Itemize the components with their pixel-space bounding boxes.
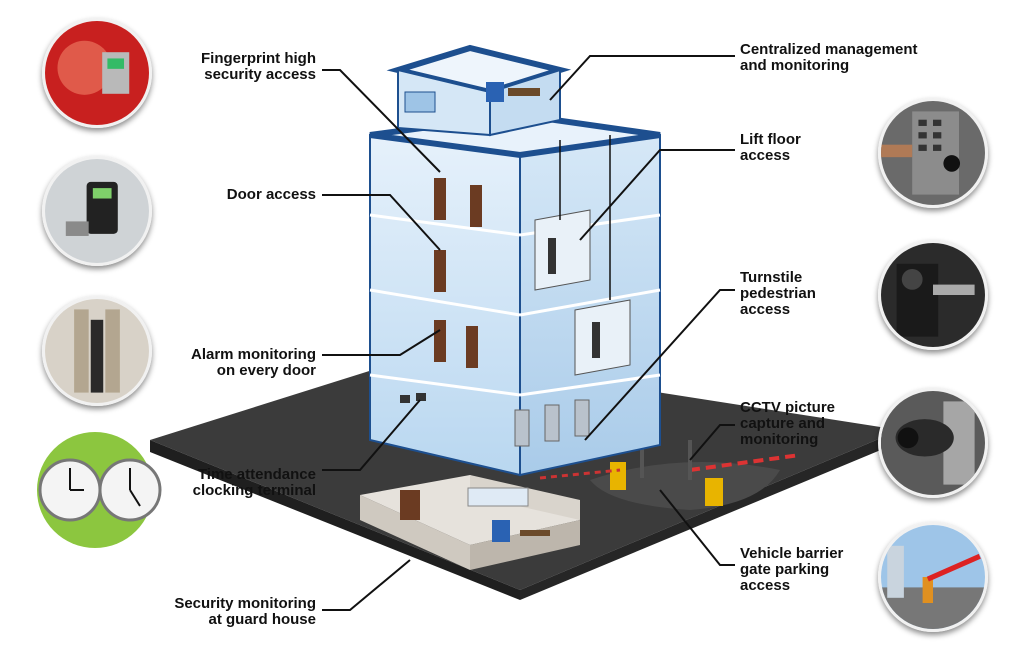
label-security-guard-house: Security monitoring at guard house (174, 595, 316, 628)
fingerprint-photo (42, 18, 152, 128)
building (369, 44, 661, 477)
door-alarm-photo (42, 296, 152, 406)
vehicle-barrier-photo (878, 522, 988, 632)
callout-lines (322, 55, 735, 611)
label-time-attendance: Time attendance clocking terminal (192, 466, 316, 499)
label-fingerprint-access: Fingerprint high security access (201, 50, 316, 83)
label-door-access: Door access (226, 186, 316, 203)
label-cctv-monitoring: CCTV picture capture and monitoring (740, 399, 836, 448)
label-vehicle-barrier: Vehicle barrier gate parking access (740, 545, 844, 594)
turnstile-photo (878, 240, 988, 350)
clock-icons (37, 432, 162, 548)
label-centralized-management: Centralized management and monitoring (740, 41, 918, 74)
label-turnstile-access: Turnstile pedestrian access (740, 269, 816, 318)
lift-keypad-photo (878, 98, 988, 208)
guard-house (360, 475, 580, 570)
label-alarm-monitoring: Alarm monitoring on every door (190, 346, 316, 379)
label-lift-floor-access: Lift floor access (740, 131, 801, 164)
cctv-camera-photo (878, 388, 988, 498)
door-keypad-photo (42, 156, 152, 266)
